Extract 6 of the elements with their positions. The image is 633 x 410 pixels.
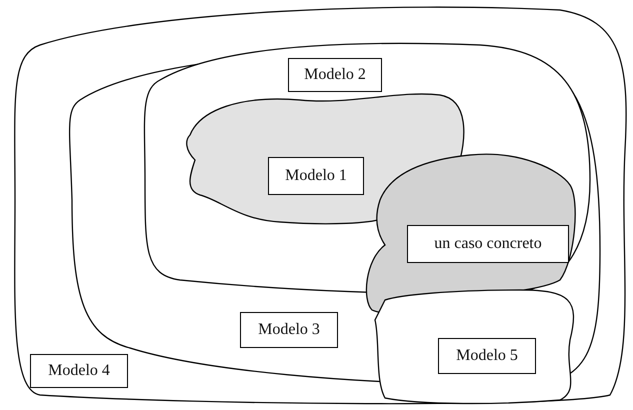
- model-label: un caso concreto: [407, 225, 569, 263]
- model-label: Modelo 5: [438, 338, 536, 374]
- model-label: Modelo 2: [288, 58, 382, 92]
- model-label: Modelo 4: [30, 354, 128, 388]
- model-label: Modelo 1: [268, 157, 364, 195]
- model-label: Modelo 3: [240, 312, 338, 348]
